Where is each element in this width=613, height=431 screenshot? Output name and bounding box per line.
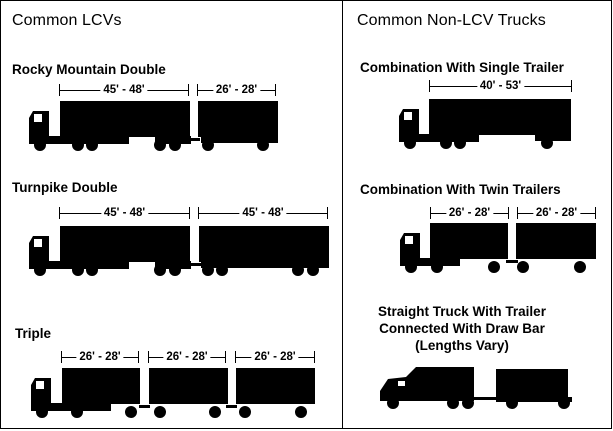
vehicle-label-twin-trailers: Combination With Twin Trailers bbox=[360, 182, 561, 197]
rocky-mountain-double-truck-icon bbox=[29, 101, 278, 151]
left-panel-heading: Common LCVs bbox=[12, 12, 122, 29]
dimension-trailer-1: 40' - 53' bbox=[429, 79, 572, 93]
dimension-trailer-2: 26' - 28' bbox=[517, 206, 596, 220]
dimension-trailer-1: 26' - 28' bbox=[61, 350, 139, 364]
twin-trailers-truck-icon bbox=[400, 223, 596, 273]
dimension-trailer-3: 26' - 28' bbox=[235, 350, 315, 364]
dimension-trailer-2: 45' - 48' bbox=[198, 206, 328, 220]
straight-truck-with-trailer-icon bbox=[380, 367, 572, 409]
vehicle-label-turnpike-double: Turnpike Double bbox=[12, 180, 118, 195]
dimension-trailer-2: 26' - 28' bbox=[148, 350, 226, 364]
vehicle-label-triple: Triple bbox=[15, 326, 52, 341]
dimension-trailer-1: 45' - 48' bbox=[59, 206, 190, 220]
dimension-trailer-1: 26' - 28' bbox=[430, 206, 509, 220]
vehicle-label-rocky-mountain-double: Rocky Mountain Double bbox=[12, 62, 166, 77]
single-trailer-truck-icon bbox=[399, 99, 571, 149]
dimension-trailer-1: 45' - 48' bbox=[59, 83, 189, 97]
vehicle-label-straight-truck: Straight Truck With Trailer Connected Wi… bbox=[378, 304, 546, 353]
right-panel-heading: Common Non-LCV Trucks bbox=[357, 12, 546, 29]
panel-divider bbox=[342, 0, 343, 428]
triple-truck-icon bbox=[31, 368, 315, 418]
turnpike-double-truck-icon bbox=[29, 226, 329, 276]
dimension-trailer-2: 26' - 28' bbox=[197, 83, 276, 97]
vehicle-label-single-trailer: Combination With Single Trailer bbox=[360, 60, 564, 75]
